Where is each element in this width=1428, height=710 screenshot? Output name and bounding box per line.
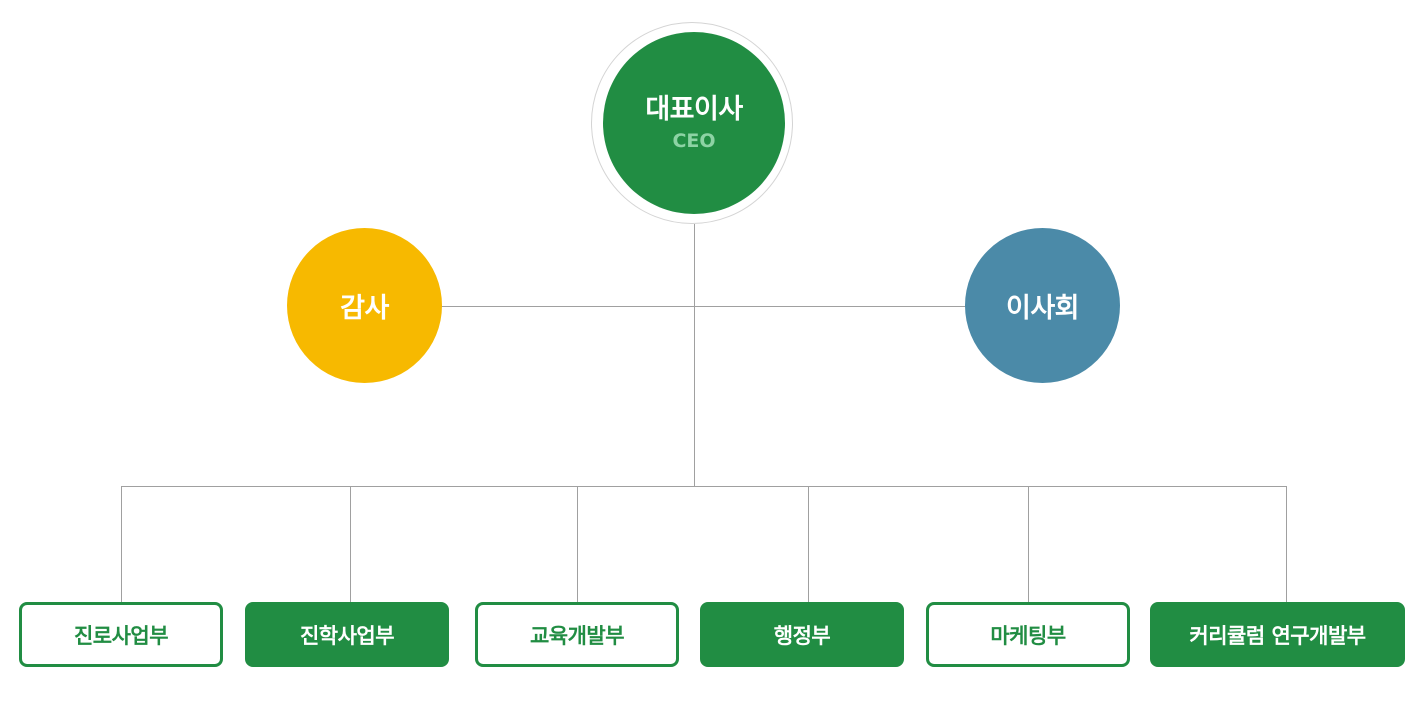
dept-curriculum-rnd[interactable]: 커리큘럼 연구개발부 [1150,602,1405,667]
board-label: 이사회 [1005,293,1080,324]
department-drop-line [1028,486,1029,603]
dept-admissions-business[interactable]: 진학사업부 [245,602,449,667]
dept-label: 진로사업부 [73,623,169,648]
department-drop-line [350,486,351,603]
department-drop-line [808,486,809,603]
auditor-label: 감사 [340,293,389,324]
dept-label: 마케팅부 [990,623,1066,648]
dept-education-development[interactable]: 교육개발부 [475,602,679,667]
dept-administration[interactable]: 행정부 [700,602,904,667]
board-node[interactable]: 이사회 [965,228,1120,383]
dept-label: 커리큘럼 연구개발부 [1189,623,1366,648]
ceo-subtitle: CEO [672,129,716,152]
ceo-title: 대표이사 [645,93,743,125]
auditor-node[interactable]: 감사 [287,228,442,383]
department-drop-line [1286,486,1287,603]
department-drop-line [121,486,122,603]
ceo-trunk-line [694,224,695,486]
dept-career-business[interactable]: 진로사업부 [19,602,223,667]
dept-label: 교육개발부 [529,623,625,648]
department-bus-line [121,486,1287,487]
dept-label: 행정부 [773,623,831,648]
ceo-node[interactable]: 대표이사 CEO [603,32,785,214]
dept-marketing[interactable]: 마케팅부 [926,602,1130,667]
department-drop-line [577,486,578,603]
advisory-branch-line [441,306,967,307]
dept-label: 진학사업부 [299,623,395,648]
